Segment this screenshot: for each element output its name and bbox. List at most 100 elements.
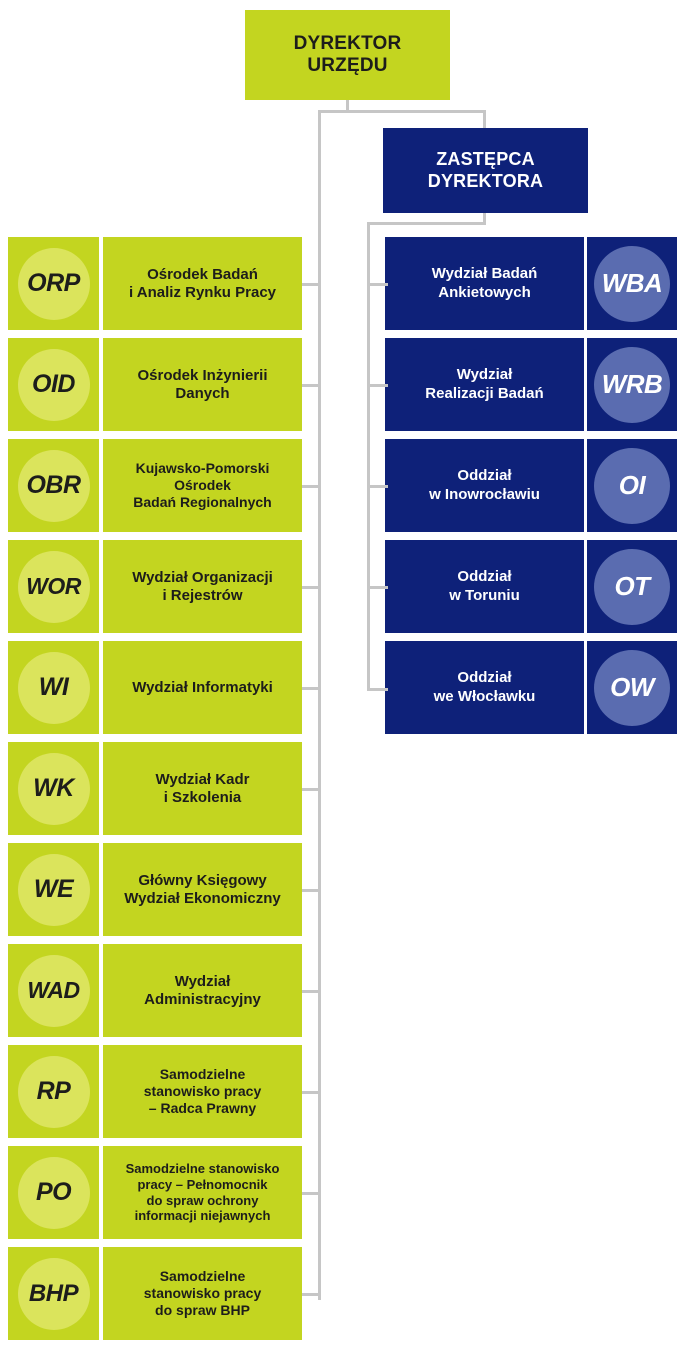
unit-code-badge: WRB — [594, 346, 670, 423]
badge-cell: OI — [587, 439, 677, 532]
connector-right-top — [367, 222, 486, 225]
unit-code-badge: WAD — [17, 954, 90, 1027]
node-director-line2: URZĘDU — [307, 55, 388, 76]
connector-tick — [302, 889, 321, 892]
unit-divider — [584, 641, 587, 734]
unit-divider — [584, 338, 587, 431]
node-director[interactable]: DYREKTOR URZĘDU — [245, 10, 450, 100]
badge-cell: OBR — [8, 439, 99, 532]
connector-tick — [302, 1091, 321, 1094]
connector-right-trunk — [367, 222, 370, 690]
unit-divider — [99, 843, 103, 936]
unit-code-badge: RP — [17, 1055, 90, 1128]
badge-cell: WE — [8, 843, 99, 936]
badge-cell: ORP — [8, 237, 99, 330]
unit-code-badge: WOR — [17, 550, 90, 623]
connector-top-split — [318, 110, 485, 113]
connector-tick — [367, 384, 388, 387]
unit-code-badge: WK — [17, 752, 90, 825]
badge-cell: RP — [8, 1045, 99, 1138]
badge-cell: WBA — [587, 237, 677, 330]
connector-tick — [302, 1192, 321, 1195]
connector-tick — [302, 485, 321, 488]
unit-code-badge: OID — [17, 348, 90, 421]
badge-cell: OW — [587, 641, 677, 734]
connector-tick — [302, 283, 321, 286]
unit-divider — [99, 540, 103, 633]
badge-cell: WAD — [8, 944, 99, 1037]
connector-tick — [367, 283, 388, 286]
badge-cell: OT — [587, 540, 677, 633]
connector-deputy-stem — [483, 110, 486, 128]
node-deputy-director[interactable]: ZASTĘPCA DYREKTORA — [383, 128, 588, 213]
unit-divider — [99, 237, 103, 330]
connector-tick — [302, 687, 321, 690]
unit-code-badge: PO — [17, 1156, 90, 1229]
unit-label: Wydział Informatyki — [103, 641, 302, 734]
unit-divider — [99, 439, 103, 532]
unit-code-badge: OT — [594, 548, 670, 625]
connector-tick — [302, 1293, 321, 1296]
connector-tick — [367, 688, 388, 691]
unit-divider — [99, 641, 103, 734]
connector-left-trunk — [318, 110, 321, 1300]
connector-tick — [367, 485, 388, 488]
badge-cell: WI — [8, 641, 99, 734]
connector-tick — [367, 586, 388, 589]
unit-divider — [99, 1247, 103, 1340]
node-deputy-line2: DYREKTORA — [427, 170, 544, 191]
badge-cell: WRB — [587, 338, 677, 431]
unit-code-badge: ORP — [17, 247, 90, 320]
unit-code-badge: OW — [594, 649, 670, 726]
unit-code-badge: WE — [17, 853, 90, 926]
badge-cell: PO — [8, 1146, 99, 1239]
node-director-line1: DYREKTOR — [293, 32, 402, 54]
unit-divider — [584, 237, 587, 330]
badge-cell: BHP — [8, 1247, 99, 1340]
unit-divider — [99, 1146, 103, 1239]
unit-code-badge: WI — [17, 651, 90, 724]
connector-deputy-down — [483, 213, 486, 225]
badge-cell: OID — [8, 338, 99, 431]
unit-divider — [584, 540, 587, 633]
connector-director-stem — [346, 100, 349, 112]
unit-code-badge: WBA — [594, 245, 670, 322]
badge-cell: WK — [8, 742, 99, 835]
connector-tick — [302, 990, 321, 993]
unit-code-badge: OBR — [17, 449, 90, 522]
unit-divider — [99, 944, 103, 1037]
unit-divider — [99, 1045, 103, 1138]
connector-tick — [302, 384, 321, 387]
connector-tick — [302, 788, 321, 791]
